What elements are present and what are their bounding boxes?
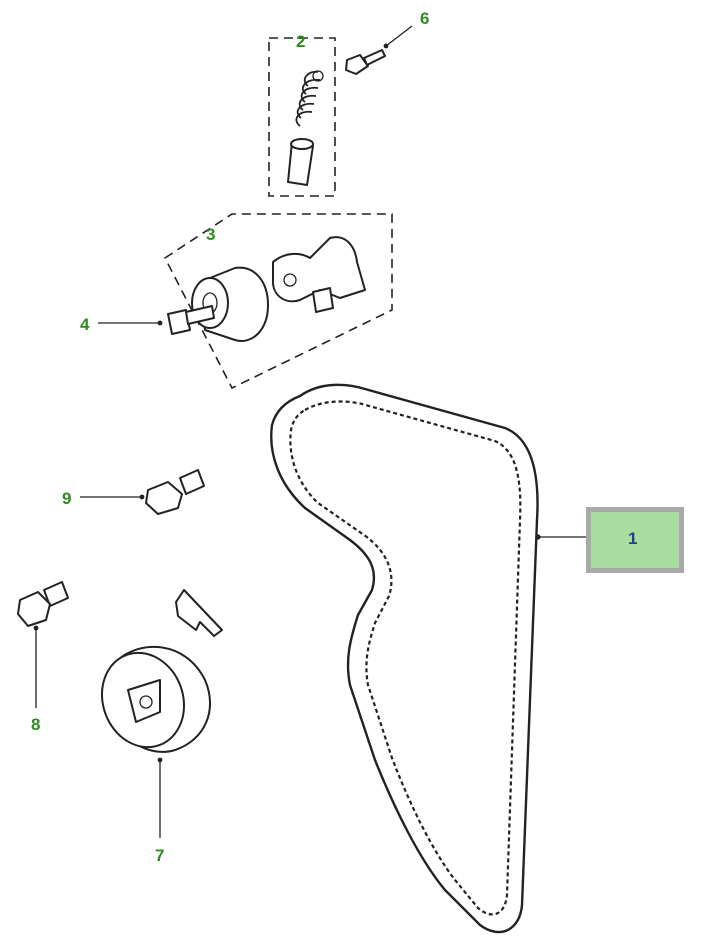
tensioner-bracket (271, 236, 366, 303)
idler-pulley-assembly[interactable] (163, 213, 393, 390)
bolt-4-head (167, 309, 191, 335)
tensioner-eccentric-plate (127, 679, 161, 723)
callout-1-highlight (591, 512, 679, 568)
callout-4-leader-dot (157, 320, 163, 326)
callout-1[interactable]: 1 (586, 507, 684, 573)
callout-8-label[interactable]: 8 (31, 715, 40, 734)
flange-bolt-8[interactable] (17, 581, 69, 627)
callout-7-leader-dot (157, 757, 163, 763)
callout-9-label[interactable]: 9 (62, 489, 71, 508)
callout-9-leader-dot (139, 494, 145, 500)
plunger-top (290, 138, 314, 150)
tensioner-arm (175, 589, 223, 637)
stud-head (345, 54, 369, 75)
bolt-8-head (17, 591, 51, 627)
callout-8-leader-dot (33, 625, 39, 631)
tensioner-spring-assembly[interactable] (268, 37, 336, 197)
tensioner-pulley[interactable] (89, 589, 223, 759)
bolt-9-shank (179, 469, 205, 495)
callout-6-label[interactable]: 6 (420, 9, 429, 28)
spring-hook (312, 70, 324, 82)
callout-7-label[interactable]: 7 (155, 846, 164, 865)
callout-2-label[interactable]: 2 (296, 32, 305, 51)
part-3-group-box (163, 213, 393, 390)
callout-3-label[interactable]: 3 (206, 225, 215, 244)
timing-belt[interactable] (270, 383, 539, 934)
callout-1-leader-dot (535, 534, 541, 540)
callout-1-label: 1 (628, 529, 637, 548)
bolt-4[interactable] (167, 305, 215, 335)
callout-6-leader-dot (383, 43, 389, 49)
flange-bolt-9[interactable] (145, 469, 205, 515)
callout-6-leader (385, 25, 413, 47)
bolt-9-head (145, 481, 183, 515)
stud-bolt-6[interactable] (345, 49, 386, 75)
bolt-4-shank (185, 305, 215, 325)
bracket-tab (312, 287, 334, 313)
bracket-hole (283, 273, 297, 287)
part-2-group-box (268, 37, 336, 197)
spring-coils (295, 70, 321, 127)
tensioner-hub (139, 695, 153, 709)
callout-4-label[interactable]: 4 (80, 315, 90, 334)
stud-shank (363, 49, 386, 66)
